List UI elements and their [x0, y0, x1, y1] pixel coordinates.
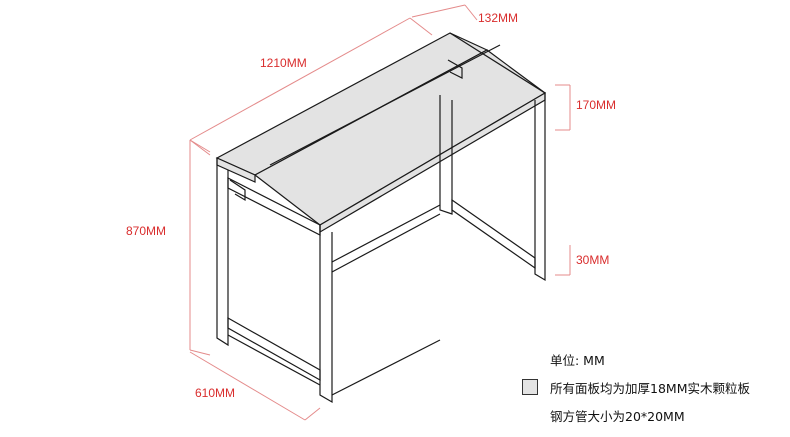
left-shelf-bracket: [229, 179, 246, 202]
dim-shelf-depth-label: 132MM: [478, 11, 518, 25]
unit-label: 单位: MM: [550, 352, 605, 368]
tube-note-row: 钢方管大小为20*20MM: [520, 401, 750, 429]
dim-height-label: 870MM: [126, 224, 166, 238]
right-back-frame: [449, 32, 546, 282]
dimension-lines: [189, 4, 571, 421]
dim-length-label: 1210MM: [260, 56, 307, 70]
panel-note: 所有面板均为加厚18MM实木颗粒板: [550, 380, 750, 396]
left-front-frame: [216, 158, 229, 347]
front-left-leg: [319, 225, 333, 404]
unit-row: 单位: MM: [520, 345, 750, 373]
legend: 单位: MM 所有面板均为加厚18MM实木颗粒板 钢方管大小为20*20MM: [520, 345, 750, 429]
panel-swatch: [522, 379, 538, 395]
dim-depth-label: 610MM: [195, 386, 235, 400]
dim-foot-rail-label: 30MM: [576, 253, 609, 267]
right-mid-leg: [439, 95, 453, 215]
tube-note: 钢方管大小为20*20MM: [550, 408, 685, 424]
desk-drawing: [215, 32, 547, 404]
right-shelf-bracket: [447, 59, 463, 79]
panel-note-row: 所有面板均为加厚18MM实木颗粒板: [520, 373, 750, 401]
dim-shelf-height-label: 170MM: [576, 98, 616, 112]
